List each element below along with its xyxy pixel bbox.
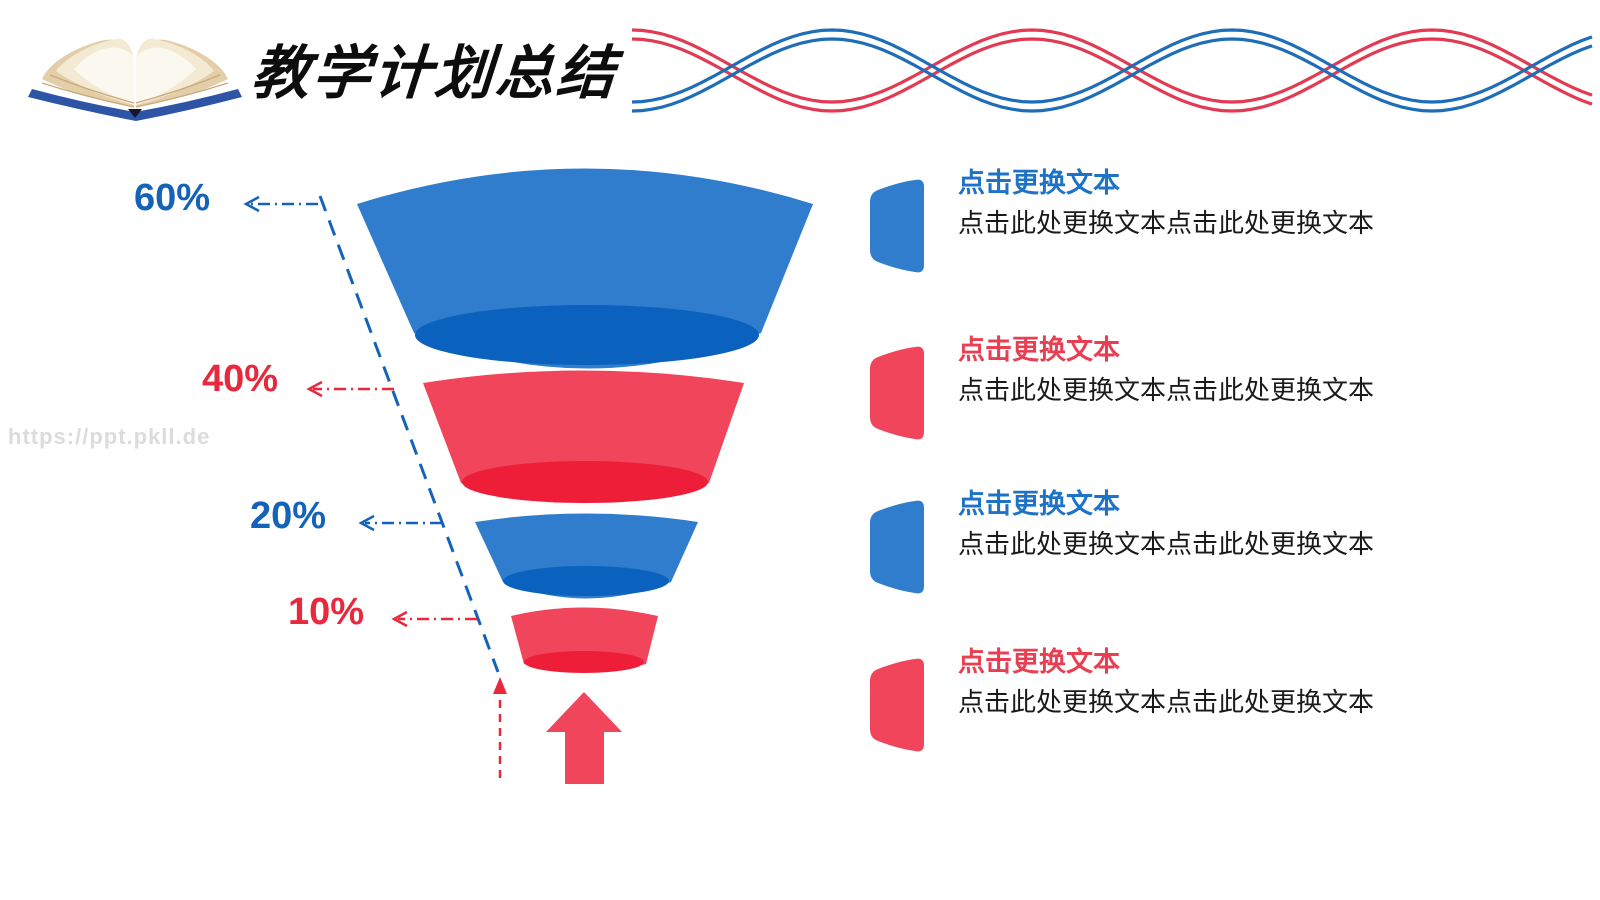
leader-arrowhead-20 bbox=[358, 514, 375, 532]
funnel-level-2 bbox=[423, 370, 744, 503]
slice-shape bbox=[870, 179, 924, 273]
outlet-dashed-arrowhead bbox=[493, 677, 507, 694]
funnel-label-40: 40% bbox=[202, 358, 279, 400]
funnel-label-20: 20% bbox=[250, 495, 327, 537]
watermark: https://ppt.pkll.de bbox=[8, 424, 211, 449]
funnel-level-1-inner bbox=[415, 305, 759, 365]
funnel-slice-icon bbox=[870, 179, 924, 273]
item-heading: 点击更换文本 bbox=[958, 647, 1120, 677]
slice-shape bbox=[870, 346, 924, 440]
open-book-image bbox=[28, 38, 242, 121]
leader-arrowhead-60 bbox=[243, 195, 260, 213]
page-title: 教学计划总结 bbox=[249, 41, 620, 106]
slice-shape bbox=[870, 500, 924, 594]
item-body: 点击此处更换文本点击此处更换文本 bbox=[958, 375, 1375, 405]
funnel-slice-icon bbox=[870, 500, 924, 594]
item-heading: 点击更换文本 bbox=[958, 489, 1120, 519]
funnel-level-3 bbox=[475, 513, 698, 599]
book-top-page-left bbox=[74, 47, 134, 105]
funnel-label-60: 60% bbox=[134, 177, 211, 219]
list-item: 点击更换文本 点击此处更换文本点击此处更换文本 bbox=[866, 166, 1426, 281]
funnel-label-10: 10% bbox=[288, 591, 365, 633]
funnel-slice-icon bbox=[870, 658, 924, 752]
item-body: 点击此处更换文本点击此处更换文本 bbox=[958, 529, 1375, 559]
leader-arrowhead-40 bbox=[306, 380, 323, 398]
book-page-edges bbox=[41, 74, 229, 108]
item-body: 点击此处更换文本点击此处更换文本 bbox=[958, 208, 1375, 238]
wave-red-line bbox=[631, 28, 1593, 104]
leader-arrowhead-10 bbox=[391, 610, 408, 628]
funnel-level-2-inner bbox=[462, 461, 708, 503]
wave-blue-line bbox=[631, 37, 1593, 113]
slice-shape bbox=[870, 658, 924, 752]
item-heading: 点击更换文本 bbox=[958, 335, 1120, 365]
wave-blue-line bbox=[631, 28, 1593, 104]
up-block-arrow bbox=[546, 692, 622, 784]
funnel-level-4-inner bbox=[524, 651, 644, 673]
funnel-level-1 bbox=[357, 168, 813, 369]
list-item: 点击更换文本 点击此处更换文本点击此处更换文本 bbox=[866, 645, 1426, 760]
wave-decoration bbox=[631, 28, 1593, 113]
funnel-level-4 bbox=[511, 607, 658, 672]
book-spine bbox=[128, 109, 142, 118]
wave-red-line bbox=[631, 37, 1593, 113]
item-body: 点击此处更换文本点击此处更换文本 bbox=[958, 687, 1375, 717]
funnel-slice-icon bbox=[870, 346, 924, 440]
list-item: 点击更换文本 点击此处更换文本点击此处更换文本 bbox=[866, 487, 1426, 602]
item-heading: 点击更换文本 bbox=[958, 168, 1120, 198]
list-item: 点击更换文本 点击此处更换文本点击此处更换文本 bbox=[866, 333, 1426, 448]
book-top-page-right bbox=[136, 47, 196, 105]
funnel-level-3-inner bbox=[503, 566, 669, 596]
